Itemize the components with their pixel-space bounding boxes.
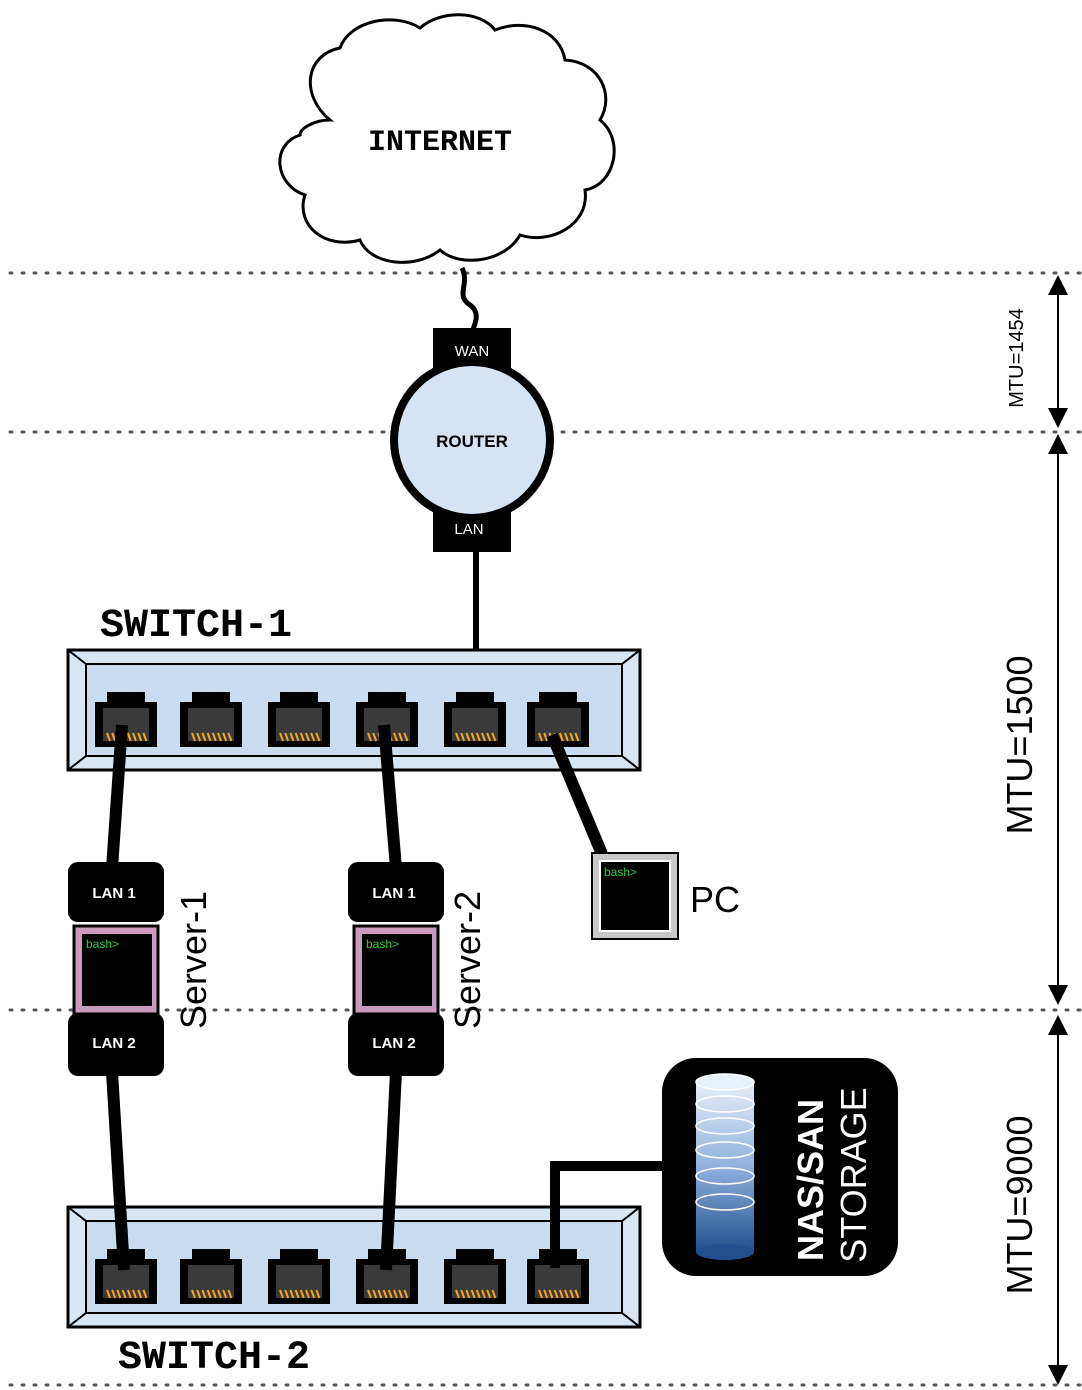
database-icon <box>695 1073 755 1260</box>
server1: LAN 1 bash> LAN 2 Server-1 <box>68 862 214 1076</box>
internet-cloud: INTERNET <box>278 13 616 264</box>
server1-prompt: bash> <box>86 937 119 951</box>
server2-prompt: bash> <box>366 937 399 951</box>
server2-label: Server-2 <box>447 891 488 1029</box>
router-label: ROUTER <box>436 432 508 451</box>
mtu-1454-label: MTU=1454 <box>1006 308 1028 408</box>
switch1-port-3 <box>268 692 330 747</box>
switch2-port-3 <box>268 1249 330 1304</box>
switch1 <box>66 648 642 772</box>
switch1-label: SWITCH-1 <box>100 604 292 649</box>
sw2-to-storage-cable <box>550 1161 665 1268</box>
switch1-port-2 <box>180 692 242 747</box>
storage-line1: NAS/SAN <box>790 1099 831 1261</box>
internet-label: INTERNET <box>368 126 512 160</box>
switch2-port-1 <box>95 1249 157 1304</box>
switch2-port-6 <box>527 1249 589 1304</box>
pc-label: PC <box>690 879 740 920</box>
router-lan-label: LAN <box>454 521 483 538</box>
storage: NAS/SAN STORAGE <box>662 1058 898 1276</box>
server1-label: Server-1 <box>173 891 214 1029</box>
cables <box>106 724 608 1271</box>
sw1-to-server2-cable <box>378 724 402 869</box>
pc-prompt: bash> <box>604 865 637 879</box>
switch2 <box>66 1205 642 1329</box>
switch1-port-6 <box>527 692 589 747</box>
storage-line2: STORAGE <box>833 1087 874 1262</box>
switch2-label: SWITCH-2 <box>118 1336 310 1381</box>
mtu-1500-label: MTU=1500 <box>999 655 1040 834</box>
switch2-port-4 <box>356 1249 418 1304</box>
mtu-9000-label: MTU=9000 <box>999 1115 1040 1294</box>
router: WAN LAN ROUTER <box>390 328 554 552</box>
wan-cable <box>459 266 479 333</box>
server2-lan1-label: LAN 1 <box>372 885 415 902</box>
router-wan-label: WAN <box>455 343 489 360</box>
server1-lan2-label: LAN 2 <box>92 1035 135 1052</box>
server2: LAN 1 bash> LAN 2 Server-2 <box>348 862 488 1076</box>
pc: bash> PC <box>591 852 740 940</box>
sw1-to-pc-cable <box>546 732 608 857</box>
switch2-port-2 <box>180 1249 242 1304</box>
server2-to-sw2-cable <box>380 1071 402 1271</box>
switch1-port-5 <box>444 692 506 747</box>
server2-lan2-label: LAN 2 <box>372 1035 415 1052</box>
switch2-port-5 <box>444 1249 506 1304</box>
router-body <box>390 358 554 522</box>
sw1-to-server1-cable <box>106 724 128 869</box>
server1-lan1-label: LAN 1 <box>92 885 135 902</box>
server1-to-sw2-cable <box>106 1071 130 1271</box>
